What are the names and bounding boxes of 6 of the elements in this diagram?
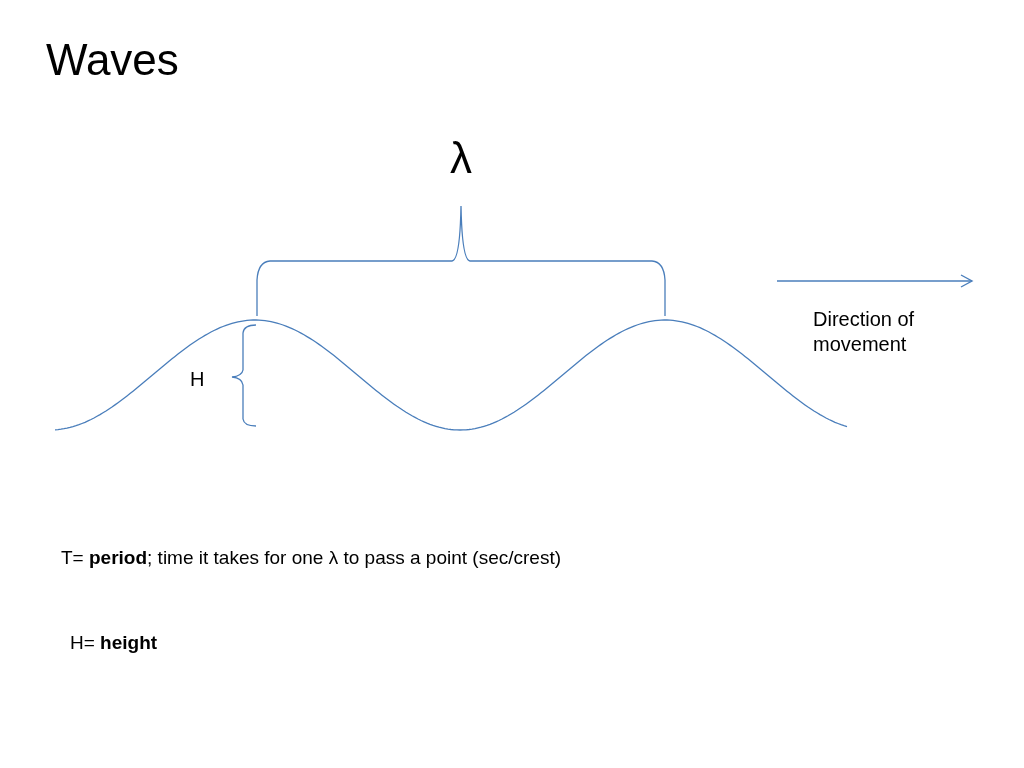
direction-label: Direction of movement bbox=[813, 307, 916, 357]
height-definition: H= height bbox=[70, 631, 158, 655]
period-definition: T= period; time it takes for one λ to pass a point (sec/crest) bbox=[61, 546, 562, 570]
height-label: H bbox=[190, 367, 205, 392]
wavelength-label: λ bbox=[450, 134, 472, 183]
page-title: Waves bbox=[46, 36, 179, 85]
